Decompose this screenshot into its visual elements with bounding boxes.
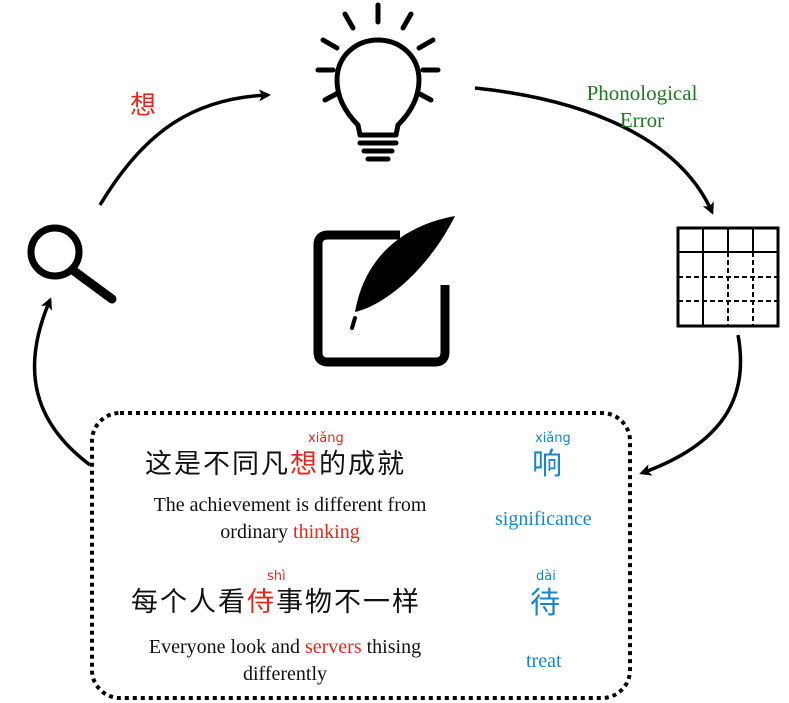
phonological-error-label: Phonological Error — [562, 80, 722, 134]
example2-correct-char: 待 — [530, 586, 560, 621]
example2-pinyin-correct: dài — [536, 569, 556, 584]
example2-sentence-pre: 每个人看 — [131, 587, 247, 618]
example1-correct-meaning: significance — [495, 508, 592, 530]
example1-pinyin-correct: xiǎng — [535, 431, 571, 446]
lightbulb-icon — [315, 2, 441, 162]
example2-translation-pre: Everyone look and — [148, 636, 305, 658]
example2-pinyin-wrong: shì — [267, 569, 286, 584]
example1-translation-error: thinking — [293, 521, 360, 543]
arrow-magnifier-to-bulb — [98, 89, 271, 206]
grid-icon — [676, 226, 780, 328]
examples-box — [90, 411, 632, 700]
example2-wrong-char: 侍 — [247, 587, 276, 618]
arrow-grid-to-box — [639, 334, 743, 476]
example2-sentence: 每个人看侍事物不一样 — [131, 589, 421, 616]
example1-correct-char: 响 — [532, 447, 562, 482]
example2-correct-meaning: treat — [526, 650, 562, 672]
example2-sentence-post: 事物不一样 — [276, 587, 421, 618]
example2-translation-post: thising differently — [242, 636, 422, 685]
example1-sentence-post: 的成就 — [319, 449, 406, 480]
arrow-bulb-to-grid — [474, 86, 714, 215]
arrow-box-to-magnifier — [32, 297, 92, 467]
example2-translation-error: servers — [304, 636, 362, 658]
example1-translation-pre: The achievement is different from ordina… — [153, 494, 427, 543]
example2-translation: Everyone look and servers thising differ… — [135, 634, 435, 688]
think-label: 想 — [130, 91, 157, 121]
example1-sentence: 这是不同凡想的成就 — [145, 451, 406, 478]
example1-translation: The achievement is different from ordina… — [140, 492, 440, 546]
phonological-error-text: Phonological Error — [586, 81, 698, 132]
example1-wrong-char: 想 — [290, 449, 319, 480]
example1-sentence-pre: 这是不同凡 — [145, 449, 290, 480]
magnifier-icon — [27, 224, 117, 304]
edit-feather-icon — [313, 216, 455, 367]
example1-pinyin-wrong: xiǎng — [308, 431, 344, 446]
